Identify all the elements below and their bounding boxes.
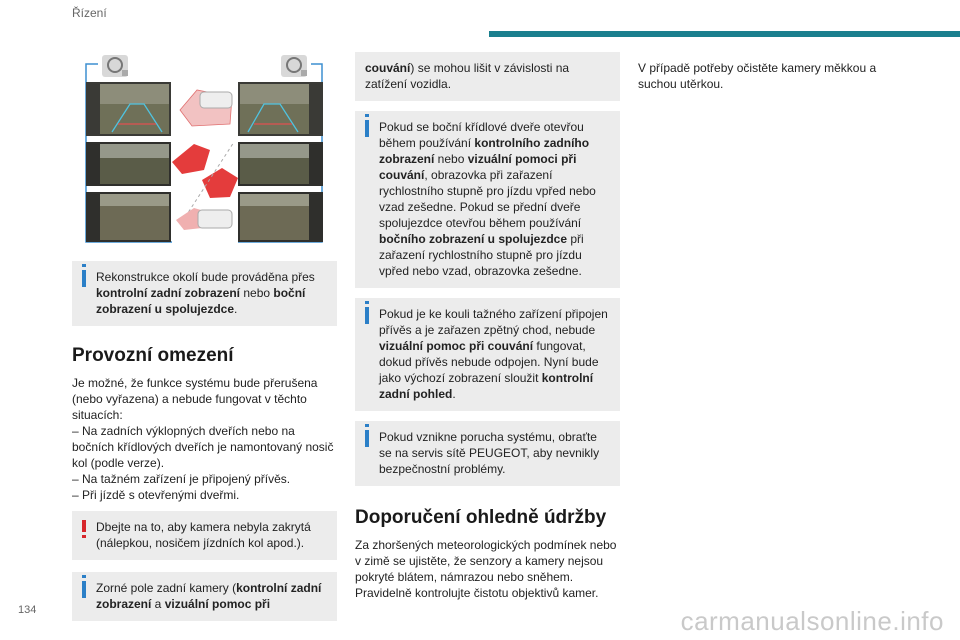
heading-maintenance: Doporučení ohledně údržby	[355, 507, 607, 528]
camera-views-figure	[72, 52, 337, 247]
body-list-item: – Na tažném zařízení je připojený přívěs…	[72, 472, 291, 486]
warning-text-span: Dbejte na to, aby kamera nebyla zakrytá …	[96, 520, 311, 550]
info-icon	[365, 301, 369, 324]
header-accent-bar	[489, 31, 960, 37]
warning-text: Dbejte na to, aby kamera nebyla zakrytá …	[82, 519, 329, 551]
info-icon	[365, 424, 369, 447]
steering-wheel-icon-left	[102, 55, 128, 77]
text-segment: a	[151, 597, 165, 611]
body-paragraph: V případě potřeby očistěte kamery měkkou…	[638, 61, 877, 91]
text-segment: Pokud vznikne porucha systému, obraťte s…	[379, 430, 600, 476]
text-segment: ) se mohou lišit v závislosti na zatížen…	[365, 61, 570, 91]
bold-term: kontrolní zadní zobrazení	[96, 286, 241, 300]
steering-wheel-icon-right	[281, 55, 307, 77]
body-list-item: – Při jízdě s otevřenými dveřmi.	[72, 488, 240, 502]
text-segment: .	[234, 302, 238, 316]
body-list-item: – Na zadních výklopných dveřích nebo na …	[72, 424, 334, 470]
bold-term: kontrolního zadního zobrazení	[379, 136, 590, 166]
warning-icon	[82, 520, 86, 538]
right-screen-2	[238, 142, 323, 186]
text-segment: Pokud je ke kouli tažného zařízení připo…	[379, 307, 608, 337]
bold-term: boční zobrazení u spolujezdce	[96, 286, 306, 316]
text-segment: , obrazovka při zařazení rychlostního st…	[379, 168, 596, 230]
info-note-reconstruction: Rekonstrukce okolí bude prováděna přes k…	[72, 261, 337, 326]
bold-term: kontrolní zadní pohled	[379, 371, 594, 401]
heading-operating-limits: Provozní omezení	[72, 345, 234, 366]
camera-views-illustration	[85, 55, 323, 243]
car-field-of-view-diagram	[172, 89, 238, 230]
text-segment: při zařazení rychlostního stupně pro jíz…	[379, 232, 584, 278]
info-note-continued: couvání) se mohou lišit v závislosti na …	[355, 52, 620, 101]
info-note-text: Rekonstrukce okolí bude prováděna přes k…	[82, 269, 329, 317]
bold-term: couvání	[365, 61, 411, 75]
column-2: couvání) se mohou lišit v závislosti na …	[355, 52, 620, 601]
info-note-field-of-view: Zorné pole zadní kamery (kontrolní zadní…	[72, 572, 337, 621]
bold-term: bočního zobrazení u spolujezdce	[379, 232, 568, 246]
right-screen-1	[238, 82, 323, 136]
column-1: Rekonstrukce okolí bude prováděna přes k…	[72, 52, 337, 631]
info-icon	[82, 264, 86, 287]
info-note-text: Zorné pole zadní kamery (kontrolní zadní…	[82, 580, 329, 612]
text-segment: nebo	[434, 152, 468, 166]
column-3: V případě potřeby očistěte kamery měkkou…	[638, 60, 903, 92]
right-screen-3	[238, 192, 323, 242]
text-segment: nebo	[240, 286, 274, 300]
info-note-trailer: Pokud je ke kouli tažného zařízení připo…	[355, 298, 620, 411]
left-screen-2	[86, 142, 171, 186]
info-icon	[365, 114, 369, 137]
left-screen-1	[86, 82, 171, 136]
section-title: Řízení	[72, 6, 107, 20]
text-segment: Zorné pole zadní kamery (	[96, 581, 237, 595]
body-paragraph: Za zhoršených meteorologických podmínek …	[355, 538, 617, 600]
bold-term: vizuální pomoc při	[164, 597, 271, 611]
info-note-doors: Pokud se boční křídlové dveře otevřou bě…	[355, 111, 620, 288]
watermark: carmanualsonline.info	[680, 606, 944, 636]
text-segment: Pokud se boční křídlové dveře otevřou bě…	[379, 120, 584, 150]
warning-note: Dbejte na to, aby kamera nebyla zakrytá …	[72, 511, 337, 560]
info-note-text: couvání) se mohou lišit v závislosti na …	[365, 60, 612, 92]
bold-term: vizuální pomoc při couvání	[379, 339, 534, 353]
bold-term: vizuální pomoci při couvání	[379, 152, 577, 182]
info-note-text: Pokud vznikne porucha systému, obraťte s…	[365, 429, 612, 477]
bold-term: kontrolní zadní zobrazení	[96, 581, 322, 611]
info-note-fault: Pokud vznikne porucha systému, obraťte s…	[355, 421, 620, 486]
page-number: 134	[18, 604, 37, 616]
info-note-text: Pokud se boční křídlové dveře otevřou bě…	[365, 119, 612, 279]
info-note-text: Pokud je ke kouli tažného zařízení připo…	[365, 306, 612, 402]
text-segment: .	[452, 387, 456, 401]
body-paragraph: Je možné, že funkce systému bude přeruše…	[72, 376, 318, 422]
text-segment: fungovat, dokud přívěs nebude odpojen. N…	[379, 339, 599, 385]
info-icon	[82, 575, 86, 598]
text-segment: Rekonstrukce okolí bude prováděna přes	[96, 270, 315, 284]
left-screen-3	[86, 192, 171, 242]
